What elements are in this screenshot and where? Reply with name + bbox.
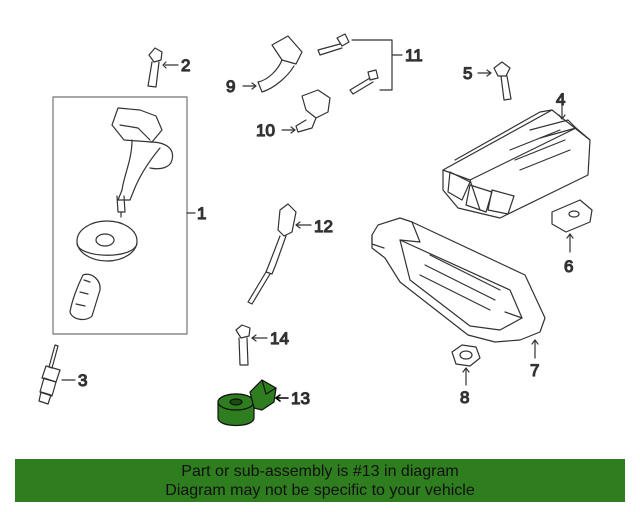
part-3-spark-plug[interactable] — [38, 344, 76, 405]
part-5-bolt[interactable] — [477, 61, 512, 101]
part-10-crank-sensor[interactable] — [281, 89, 331, 134]
callout-6: 6 — [564, 257, 573, 276]
callout-3: 3 — [78, 371, 87, 390]
part-7-module-tray[interactable] — [371, 217, 546, 359]
callout-11: 11 — [405, 46, 423, 65]
part-13-knock-sensor[interactable] — [217, 379, 289, 427]
callout-9: 9 — [226, 77, 235, 96]
coil-seal-ring[interactable] — [76, 220, 138, 262]
part-14-bolt[interactable] — [235, 324, 268, 366]
part-12-sensor[interactable] — [247, 203, 312, 305]
part-8-nut[interactable] — [451, 344, 481, 386]
callout-14: 14 — [270, 329, 289, 348]
callout-1: 1 — [197, 204, 206, 223]
callout-12: 12 — [314, 217, 333, 236]
banner-line-disclaimer: Diagram may not be specific to your vehi… — [165, 482, 475, 499]
callout-8: 8 — [460, 388, 469, 407]
callout-4: 4 — [556, 90, 565, 109]
part-info-banner: Part or sub-assembly is #13 in diagram D… — [15, 459, 625, 502]
part-9-cam-sensor[interactable] — [242, 35, 303, 93]
ignition-coil[interactable] — [111, 107, 174, 218]
callout-7: 7 — [530, 361, 539, 380]
banner-line-part: Part or sub-assembly is #13 in diagram — [181, 463, 459, 480]
part-1-coil-kit-frame — [52, 96, 196, 335]
part-2-bolt[interactable] — [147, 47, 179, 88]
callout-5: 5 — [463, 64, 472, 83]
callout-2: 2 — [181, 56, 190, 75]
callout-13: 13 — [291, 389, 310, 408]
coil-boot[interactable] — [69, 273, 101, 321]
part-4-control-module[interactable] — [442, 102, 591, 219]
part-6-bracket[interactable] — [551, 199, 593, 253]
part-11-bolts[interactable] — [317, 33, 403, 95]
callout-10: 10 — [256, 121, 275, 140]
